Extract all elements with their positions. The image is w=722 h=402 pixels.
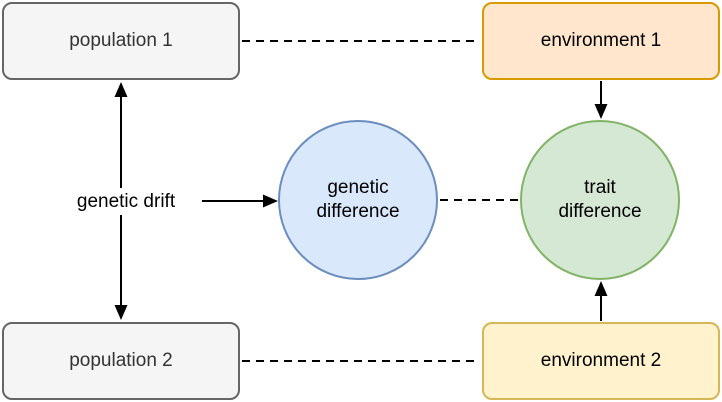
node-population-1: population 1 bbox=[2, 2, 240, 80]
node-environment-2: environment 2 bbox=[482, 322, 720, 400]
node-population-1-label: population 1 bbox=[69, 30, 173, 51]
node-environment-1-label: environment 1 bbox=[540, 30, 662, 51]
node-population-2: population 2 bbox=[2, 322, 240, 400]
node-trait-difference-label: trait difference bbox=[558, 177, 642, 222]
edge-environment1-trait-difference bbox=[594, 81, 608, 119]
edge-environment2-trait-difference bbox=[594, 281, 608, 321]
edge-genetic-drift-genetic-difference bbox=[202, 194, 278, 208]
node-genetic-difference-label: genetic difference bbox=[316, 177, 400, 222]
node-genetic-difference: genetic difference bbox=[278, 120, 438, 280]
node-population-2-label: population 2 bbox=[69, 350, 173, 371]
node-genetic-drift-label: genetic drift bbox=[76, 190, 176, 212]
node-genetic-drift: genetic drift bbox=[55, 188, 197, 215]
node-environment-2-label: environment 2 bbox=[540, 350, 662, 371]
node-environment-1: environment 1 bbox=[482, 2, 720, 80]
node-trait-difference: trait difference bbox=[520, 120, 680, 280]
